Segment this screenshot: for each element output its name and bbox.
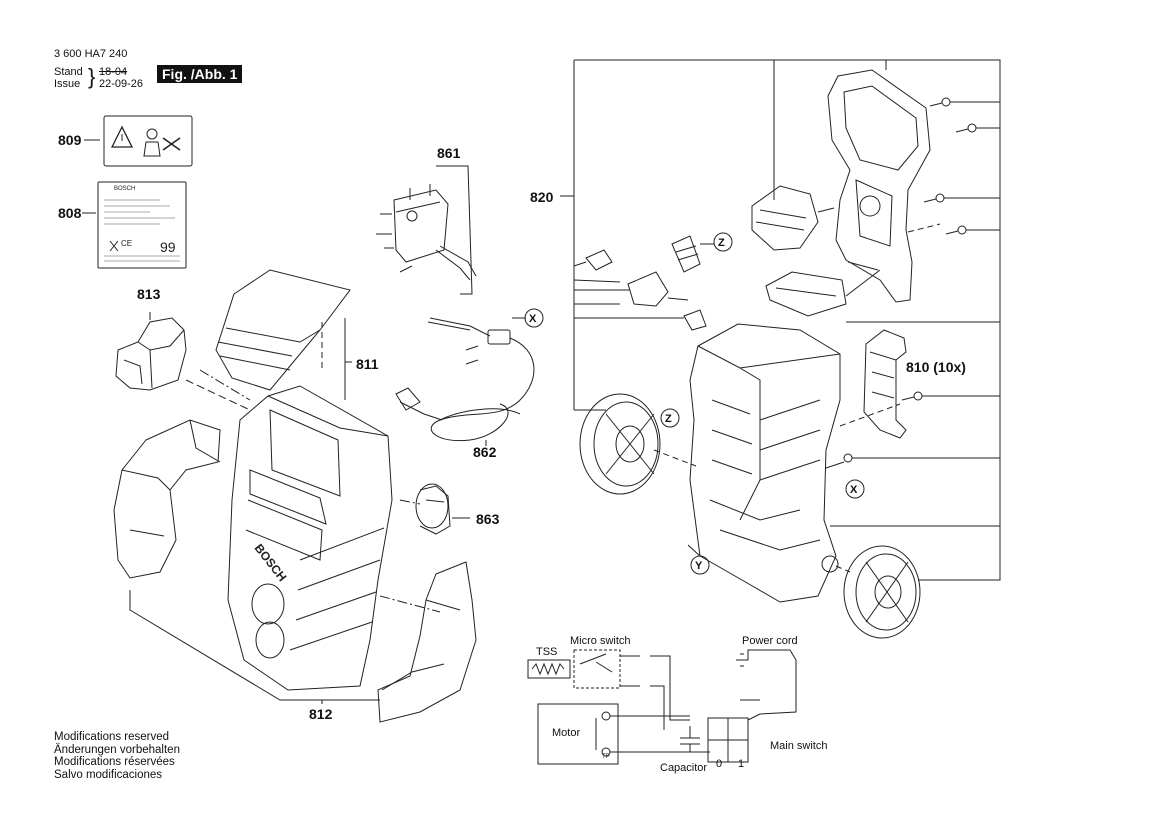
footer-note-es: Salvo modificaciones	[54, 768, 163, 781]
wheel-left	[579, 393, 697, 495]
wiring-switch-pos-1: 1	[738, 758, 745, 770]
footer-notes: Modifications reserved Änderungen vorbeh…	[54, 731, 180, 781]
callout-z-top: Z	[718, 237, 725, 249]
wiring-capacitor-label: Capacitor	[660, 762, 708, 774]
tp-label: TP	[602, 754, 610, 760]
part-number-820: 820	[530, 189, 554, 205]
part-813-bracket	[115, 312, 187, 391]
part-number-811: 811	[356, 356, 379, 372]
part-number-861: 861	[437, 145, 461, 161]
wheel-right	[835, 545, 921, 639]
part-810-holder	[839, 329, 1000, 439]
footer-note-en: Modifications reserved	[54, 731, 170, 743]
part-820-clip-lower	[765, 269, 881, 317]
label-808-brand: BOSCH	[114, 186, 135, 192]
part-820-clip-upper	[751, 185, 835, 251]
part-863-knob	[415, 483, 470, 535]
part-820-handle	[773, 60, 931, 303]
part-number-809: 809	[58, 132, 82, 148]
stand-date: 18-04	[99, 66, 128, 78]
wiring-tss-label: TSS	[536, 646, 558, 658]
wiring-main-switch-label: Main switch	[770, 740, 828, 752]
issue-label: Issue	[54, 78, 81, 90]
callout-x-frame: X	[850, 484, 858, 496]
issue-date: 22-09-26	[99, 78, 144, 90]
doc-number: 3 600 HA7 240	[54, 48, 128, 60]
part-812-housing	[227, 322, 393, 691]
rating-label-808	[82, 181, 187, 269]
warning-label-809	[84, 115, 193, 167]
part-820-frame	[689, 323, 841, 603]
callout-y: Y	[695, 560, 703, 572]
callout-z-wheel: Z	[665, 413, 672, 425]
ip-rating: 99	[160, 239, 176, 255]
wiring-motor-label: Motor	[552, 727, 581, 739]
footer-note-fr: Modifications réservées	[54, 756, 175, 768]
footer-note-de: Änderungen vorbehalten	[54, 743, 180, 756]
part-number-810: 810 (10x)	[906, 359, 966, 375]
screw-set-right	[907, 97, 1000, 235]
brace: }	[88, 64, 96, 89]
part-812-lower-shroud	[377, 561, 477, 723]
part-number-863: 863	[476, 511, 500, 527]
callout-x-cord: X	[529, 313, 537, 325]
wiring-micro-switch-label: Micro switch	[570, 635, 631, 647]
housing-brand: BOSCH	[252, 541, 290, 584]
part-number-862: 862	[473, 444, 497, 460]
part-number-808: 808	[58, 205, 82, 221]
trigger-parts	[573, 235, 714, 331]
part-812-side-shroud	[113, 419, 221, 579]
part-number-812: 812	[309, 706, 333, 722]
wiring-switch-pos-0: 0	[716, 758, 723, 770]
part-811-hood	[215, 269, 351, 391]
figure-label: Fig. /Abb. 1	[157, 65, 243, 83]
ce-mark: CE	[121, 239, 132, 248]
wiring-diagram	[527, 649, 797, 765]
part-861-switch	[376, 165, 477, 295]
part-number-813: 813	[137, 286, 161, 302]
part-862-cord	[395, 317, 535, 446]
stand-label: Stand	[54, 66, 83, 78]
wiring-power-cord-label: Power cord	[742, 635, 798, 647]
